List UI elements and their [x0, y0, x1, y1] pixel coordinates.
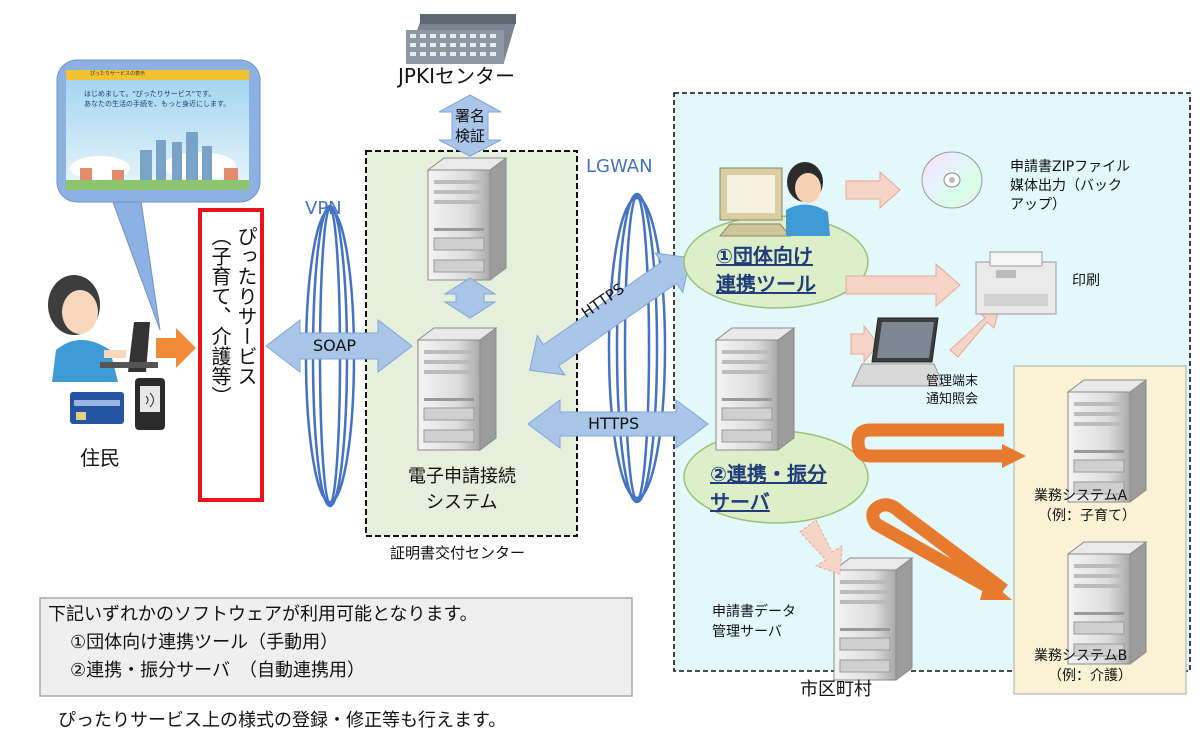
upper-server-icon [427, 157, 507, 281]
data-server-icon [833, 557, 913, 681]
soap-label: SOAP [313, 336, 357, 355]
business-a-server-icon [1067, 379, 1147, 503]
footer-text: ぴったりサービス上の様式の登録・修正等も行えます。 [58, 710, 507, 731]
note-line2: ①団体向け連携ツール（手動用） [70, 632, 339, 653]
group-tool-label-2: 連携ツール [716, 272, 816, 296]
business-b-server-icon [1067, 541, 1147, 665]
business-a-label-2: （例：子育て） [1038, 508, 1136, 524]
relay-server-label-1: ②連携・振分 [710, 462, 827, 486]
zip-output-label-3: アップ） [1010, 197, 1066, 213]
group-tool-label-1: ①団体向け [716, 244, 813, 268]
resident-figure [48, 275, 158, 382]
data-server-label-1: 申請書データ [712, 604, 796, 620]
pittari-service-label: ぴったりサービス （子育て、介護等） [207, 226, 259, 496]
cert-center-label: 証明書交付センター [390, 544, 526, 562]
connection-server-icon [417, 327, 497, 451]
jpki-center-label: JPKIセンター [398, 64, 515, 88]
municipality-label: 市区町村 [800, 679, 872, 700]
pittari-service-line1: ぴったりサービス [234, 226, 258, 386]
https-lower-label: HTTPS [588, 414, 640, 433]
server-link-arrow [443, 277, 497, 319]
soap-arrow [265, 318, 413, 374]
connection-system-label-1: 電子申請接続 [408, 466, 516, 487]
orange-link-arrows [851, 423, 1008, 596]
cd-disc-icon [921, 151, 983, 209]
laptop-icon [851, 317, 945, 387]
print-label: 印刷 [1072, 273, 1100, 289]
data-server-label-2: 管理サーバ [712, 624, 782, 640]
output-arrows [845, 170, 1001, 364]
id-card-icon [70, 392, 124, 424]
vpn-label: VPN [305, 198, 342, 219]
zip-output-label-2: 媒体出力（バック [1010, 178, 1122, 194]
phone-line1-text: はじめまして。"ぴったりサービス"です。 [84, 90, 216, 98]
business-a-label-1: 業務システムA [1034, 488, 1128, 504]
card-reader-icon [135, 378, 165, 430]
zip-output-label-1: 申請書ZIPファイル [1010, 159, 1131, 175]
lgwan-label: LGWAN [586, 156, 653, 177]
pc-operator-icon [718, 162, 830, 237]
signature-verify-label-1: 署名 [455, 107, 486, 125]
signature-arrow [438, 94, 502, 157]
https-lower-arrow [527, 399, 709, 449]
business-b-label-2: （例：介護） [1048, 668, 1132, 684]
lgwan-ring [607, 192, 667, 504]
relay-server-icon [715, 327, 795, 451]
relay-server-label-2: サーバ [710, 490, 770, 514]
phone-header-text: ぴったりサービスの表示 [90, 71, 146, 77]
admin-terminal-label-1: 管理端末 [926, 374, 979, 389]
printer-icon [975, 251, 1057, 315]
resident-label: 住民 [80, 446, 120, 470]
note-box [39, 597, 633, 697]
business-b-label-1: 業務システムB [1034, 648, 1128, 664]
signature-verify-label-2: 検証 [455, 127, 486, 145]
phone-screen-bubble [56, 59, 261, 331]
pittari-service-box [198, 208, 264, 502]
phone-line2-text: あなたの生活の手続を、もっと身近にします。 [84, 100, 231, 108]
admin-terminal-label-2: 通知照会 [926, 392, 979, 407]
building-icon [406, 14, 516, 64]
orange-arrowheads [980, 444, 1026, 600]
pittari-service-line2: （子育て、介護等） [208, 226, 232, 406]
data-server-arrow [799, 519, 843, 575]
note-line3: ②連携・振分サーバ （自動連携用） [70, 660, 365, 681]
connection-system-label-2: システム [426, 492, 498, 513]
resident-to-service-arrow [156, 328, 196, 368]
note-line1: 下記いずれかのソフトウェアが利用可能となります。 [48, 604, 478, 625]
